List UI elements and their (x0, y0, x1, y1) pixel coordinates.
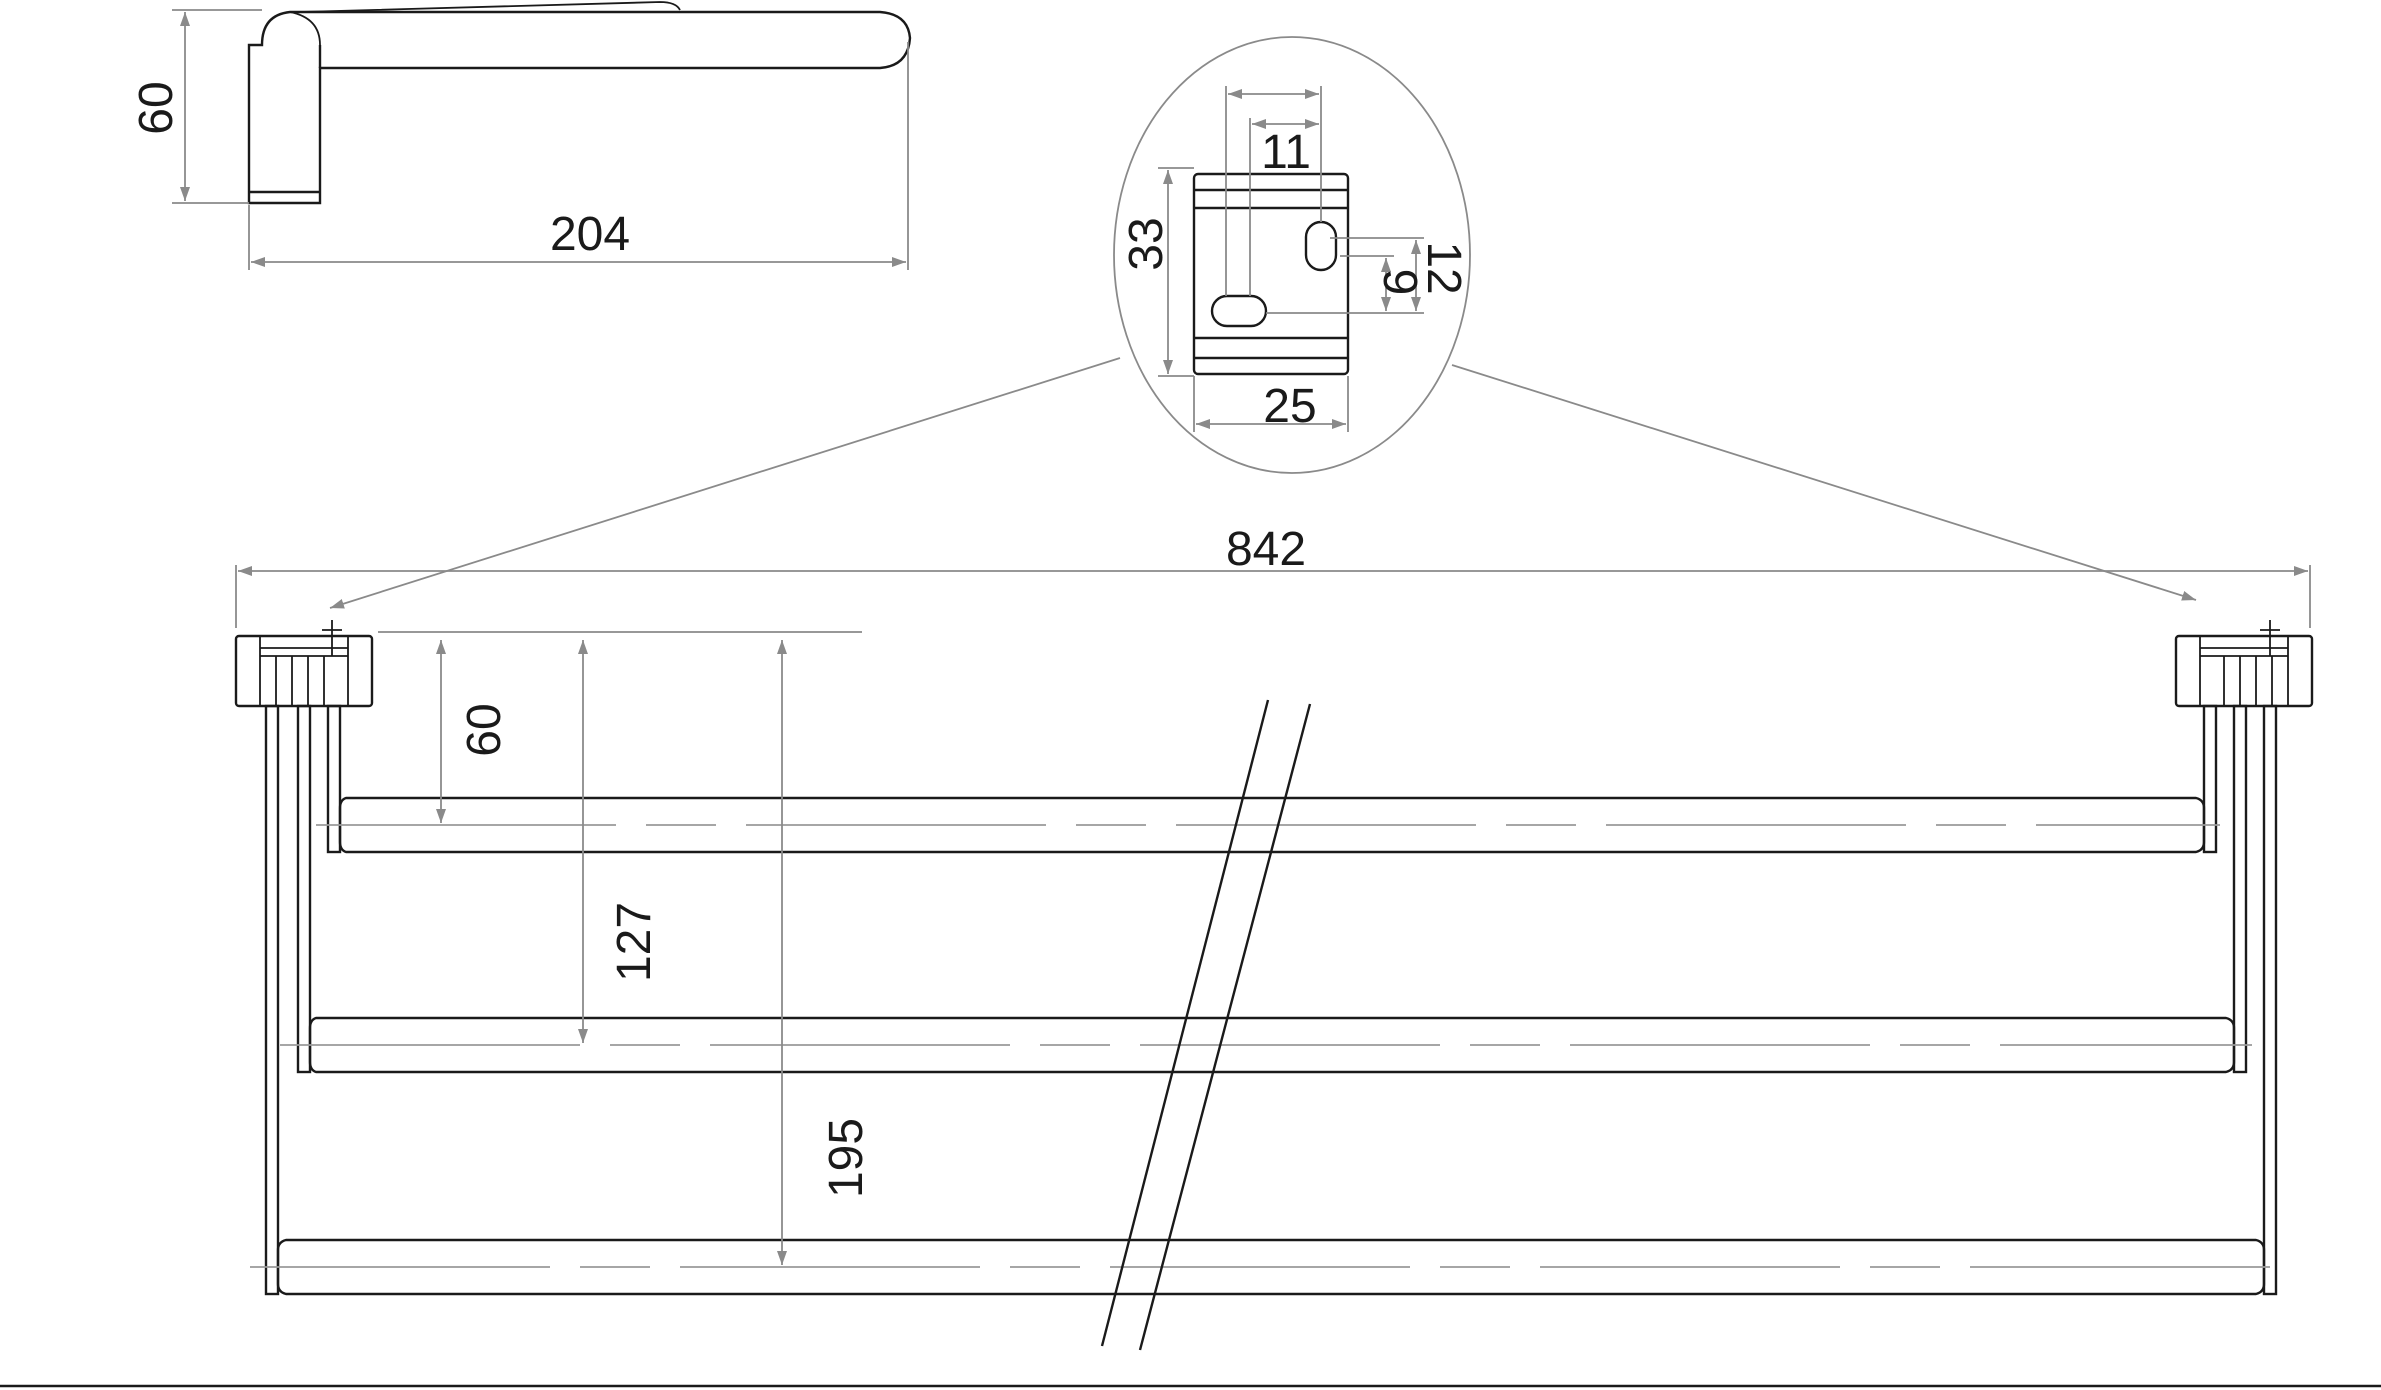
side-height-label: 60 (130, 81, 183, 134)
detail-dim-9: 9 (1373, 269, 1426, 296)
left-arms (264, 704, 342, 1296)
front-view: 842 (234, 523, 2314, 1351)
side-view: 60 204 (130, 1, 912, 270)
detail-dim-25: 25 (1263, 380, 1316, 433)
side-view-plate-curve (289, 11, 321, 46)
detail-leader-right (1451, 364, 2197, 601)
left-bracket-body (234, 634, 374, 708)
left-bracket (234, 620, 374, 708)
left-arm-mid (296, 704, 312, 1074)
side-view-profile (247, 10, 912, 205)
break-line-right (1138, 703, 1312, 1351)
right-arm-short (2202, 704, 2218, 854)
left-arm-long (264, 704, 280, 1296)
towel-bar-2 (308, 1016, 2236, 1074)
bar-2-height-label: 127 (608, 902, 661, 982)
detail-bracket-plate (1192, 172, 1350, 376)
detail-dim-12: 12 (1417, 241, 1470, 294)
bar-3-height-label: 195 (820, 1118, 873, 1198)
detail-slot-horizontal (1210, 294, 1268, 328)
right-arm-long (2262, 704, 2278, 1296)
side-depth-label: 204 (550, 208, 630, 261)
overall-width-label: 842 (1226, 523, 1306, 576)
right-bracket (2174, 620, 2314, 708)
left-arm-short (326, 704, 342, 854)
side-view-top-cap (299, 1, 681, 13)
towel-bar-1 (338, 796, 2206, 854)
right-arms (2202, 704, 2278, 1296)
detail-dim-11: 11 (1261, 126, 1311, 179)
right-arm-mid (2232, 704, 2248, 1074)
detail-dim-33: 33 (1120, 217, 1173, 270)
bar-1-height-label: 60 (458, 703, 511, 756)
detail-ellipse (1113, 36, 1471, 474)
towel-bar-3 (276, 1238, 2266, 1296)
break-line-left (1100, 699, 1270, 1347)
detail-slot-vertical (1304, 220, 1338, 272)
right-bracket-body (2174, 634, 2314, 708)
